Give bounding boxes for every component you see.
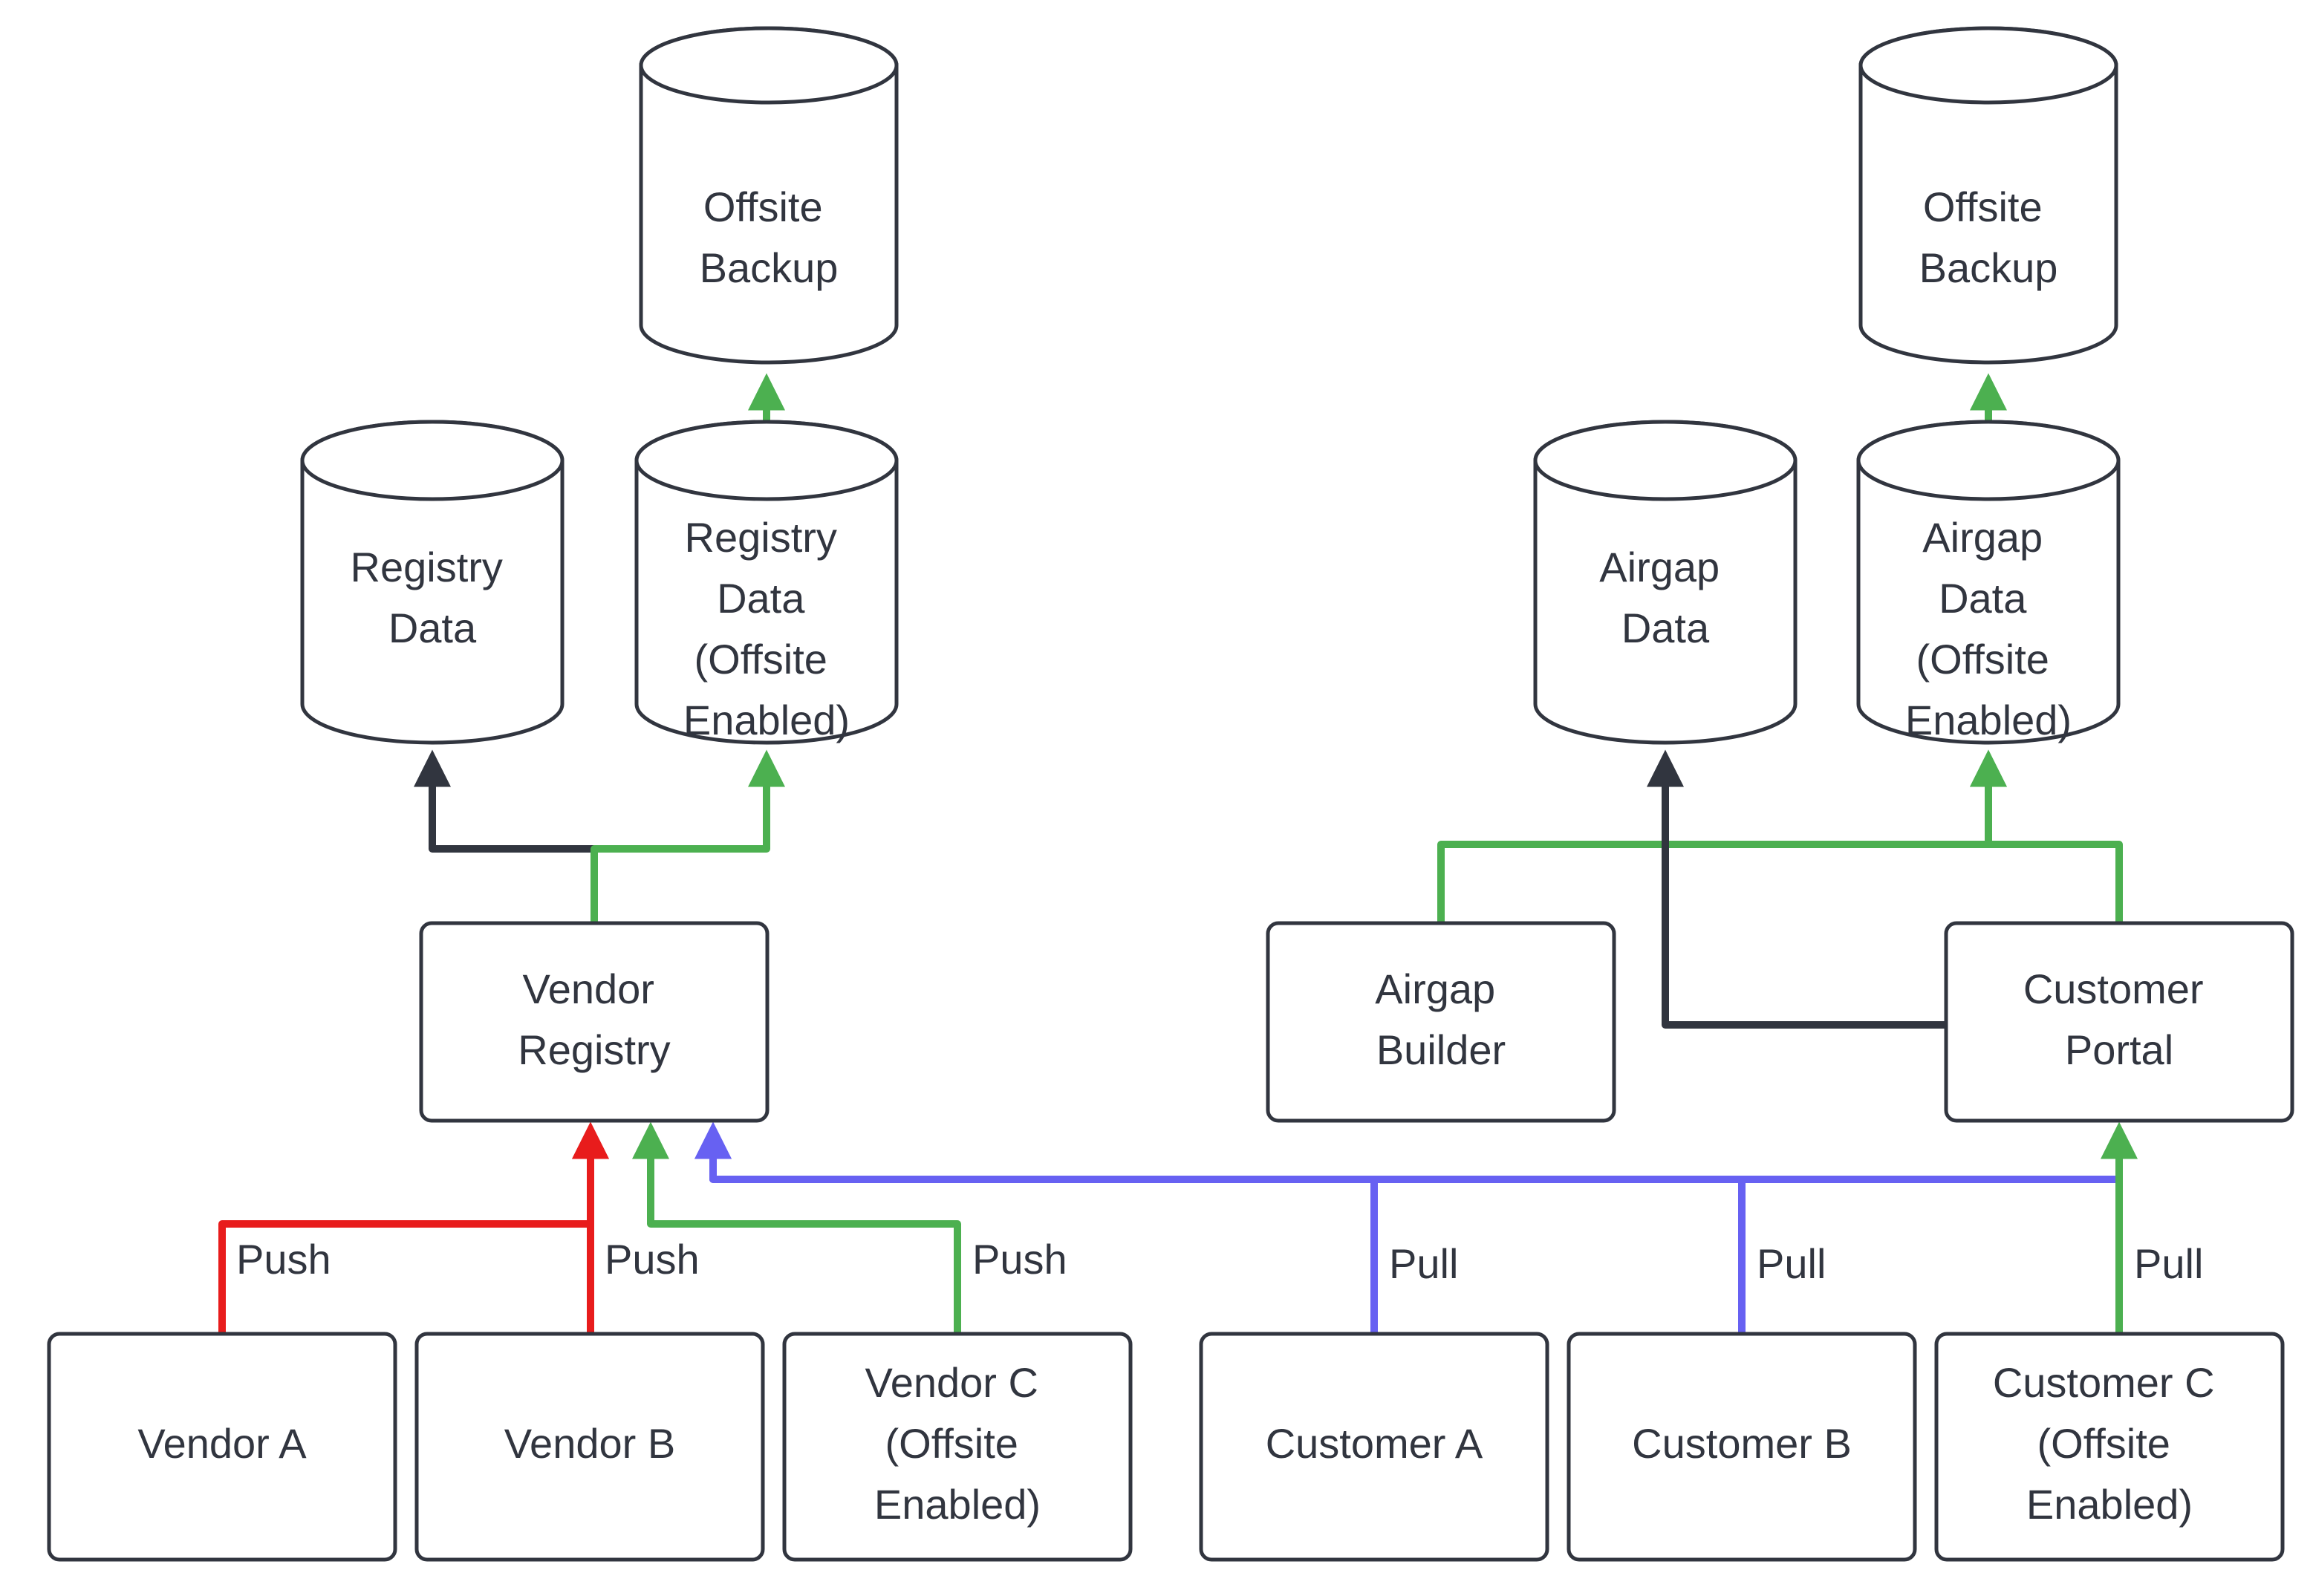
node-label: Customer B <box>1632 1420 1852 1467</box>
node-label: Vendor B <box>504 1420 675 1467</box>
box-shape <box>1266 921 1616 1123</box>
edge-label-vendor-a-push: Push <box>236 1236 331 1283</box>
node-label: Vendor A <box>137 1420 307 1467</box>
node-offsite-backup-left[interactable]: Offsite Backup <box>639 26 899 365</box>
cylinder-top <box>634 420 899 501</box>
node-label: Customer Portal <box>2023 965 2215 1073</box>
cylinder-top <box>300 420 565 501</box>
box-shape <box>1199 1332 1549 1562</box>
node-airgap-data-offsite[interactable]: Airgap Data (Offsite Enabled) <box>1856 420 2121 745</box>
edge-label-vendor-c-push: Push <box>972 1236 1067 1283</box>
node-vendor-a[interactable]: Vendor A <box>47 1332 397 1562</box>
node-label: Vendor Registry <box>518 965 670 1073</box>
node-vendor-registry[interactable]: Vendor Registry <box>419 921 770 1123</box>
node-customer-portal[interactable]: Customer Portal <box>1944 921 2294 1123</box>
box-shape <box>419 921 770 1123</box>
edge-customer-b-pull <box>694 1121 1746 1334</box>
node-label: Customer A <box>1266 1420 1483 1467</box>
box-shape <box>1934 1332 2285 1562</box>
node-airgap-builder[interactable]: Airgap Builder <box>1266 921 1616 1123</box>
edge-label-vendor-b-push: Push <box>605 1236 700 1283</box>
edge-vendor-c-push <box>632 1121 961 1334</box>
edge-labels-layer: Push Push Push Pull Pull Pull <box>236 1236 2203 1287</box>
node-label: Offsite Backup <box>1919 183 2058 291</box>
edge-customer-portal-to-airgap-data-offsite <box>1970 749 2123 923</box>
node-label: Airgap Data (Offsite Enabled) <box>1905 514 2072 743</box>
cylinder-top <box>1858 26 2118 105</box>
cylinder-top <box>1533 420 1798 501</box>
node-registry-data-offsite[interactable]: Registry Data (Offsite Enabled) <box>634 420 899 745</box>
node-label: Airgap Data <box>1599 544 1731 651</box>
box-shape <box>414 1332 765 1562</box>
edge-label-customer-b-pull: Pull <box>1757 1240 1826 1287</box>
node-offsite-backup-right[interactable]: Offsite Backup <box>1858 26 2118 365</box>
node-label: Registry Data <box>351 544 515 651</box>
box-shape <box>782 1332 1133 1562</box>
box-shape <box>47 1332 397 1562</box>
node-label: Offsite Backup <box>700 183 839 291</box>
node-label: Airgap Builder <box>1375 965 1506 1073</box>
edges-layer <box>218 373 2138 1334</box>
node-vendor-b[interactable]: Vendor B <box>414 1332 765 1562</box>
cylinder-top <box>639 26 899 105</box>
node-customer-c[interactable]: Customer C (Offsite Enabled) <box>1934 1332 2285 1562</box>
node-customer-a[interactable]: Customer A <box>1199 1332 1549 1562</box>
node-vendor-c[interactable]: Vendor C (Offsite Enabled) <box>782 1332 1133 1562</box>
node-label: Customer C (Offsite Enabled) <box>1993 1359 2226 1528</box>
edge-customer-portal-to-airgap-data <box>1647 749 1946 1029</box>
edge-vendor-registry-to-registry-data-offsite <box>591 749 785 923</box>
edge-label-customer-a-pull: Pull <box>1389 1240 1458 1287</box>
node-registry-data[interactable]: Registry Data <box>300 420 565 745</box>
box-shape <box>1944 921 2294 1123</box>
edge-label-customer-c-pull: Pull <box>2134 1240 2203 1287</box>
cylinder-top <box>1856 420 2121 501</box>
node-airgap-data[interactable]: Airgap Data <box>1533 420 1798 745</box>
node-label: Registry Data (Offsite Enabled) <box>683 514 850 743</box>
box-shape <box>1567 1332 1917 1562</box>
node-label: Vendor C (Offsite Enabled) <box>865 1359 1050 1528</box>
node-customer-b[interactable]: Customer B <box>1567 1332 1917 1562</box>
